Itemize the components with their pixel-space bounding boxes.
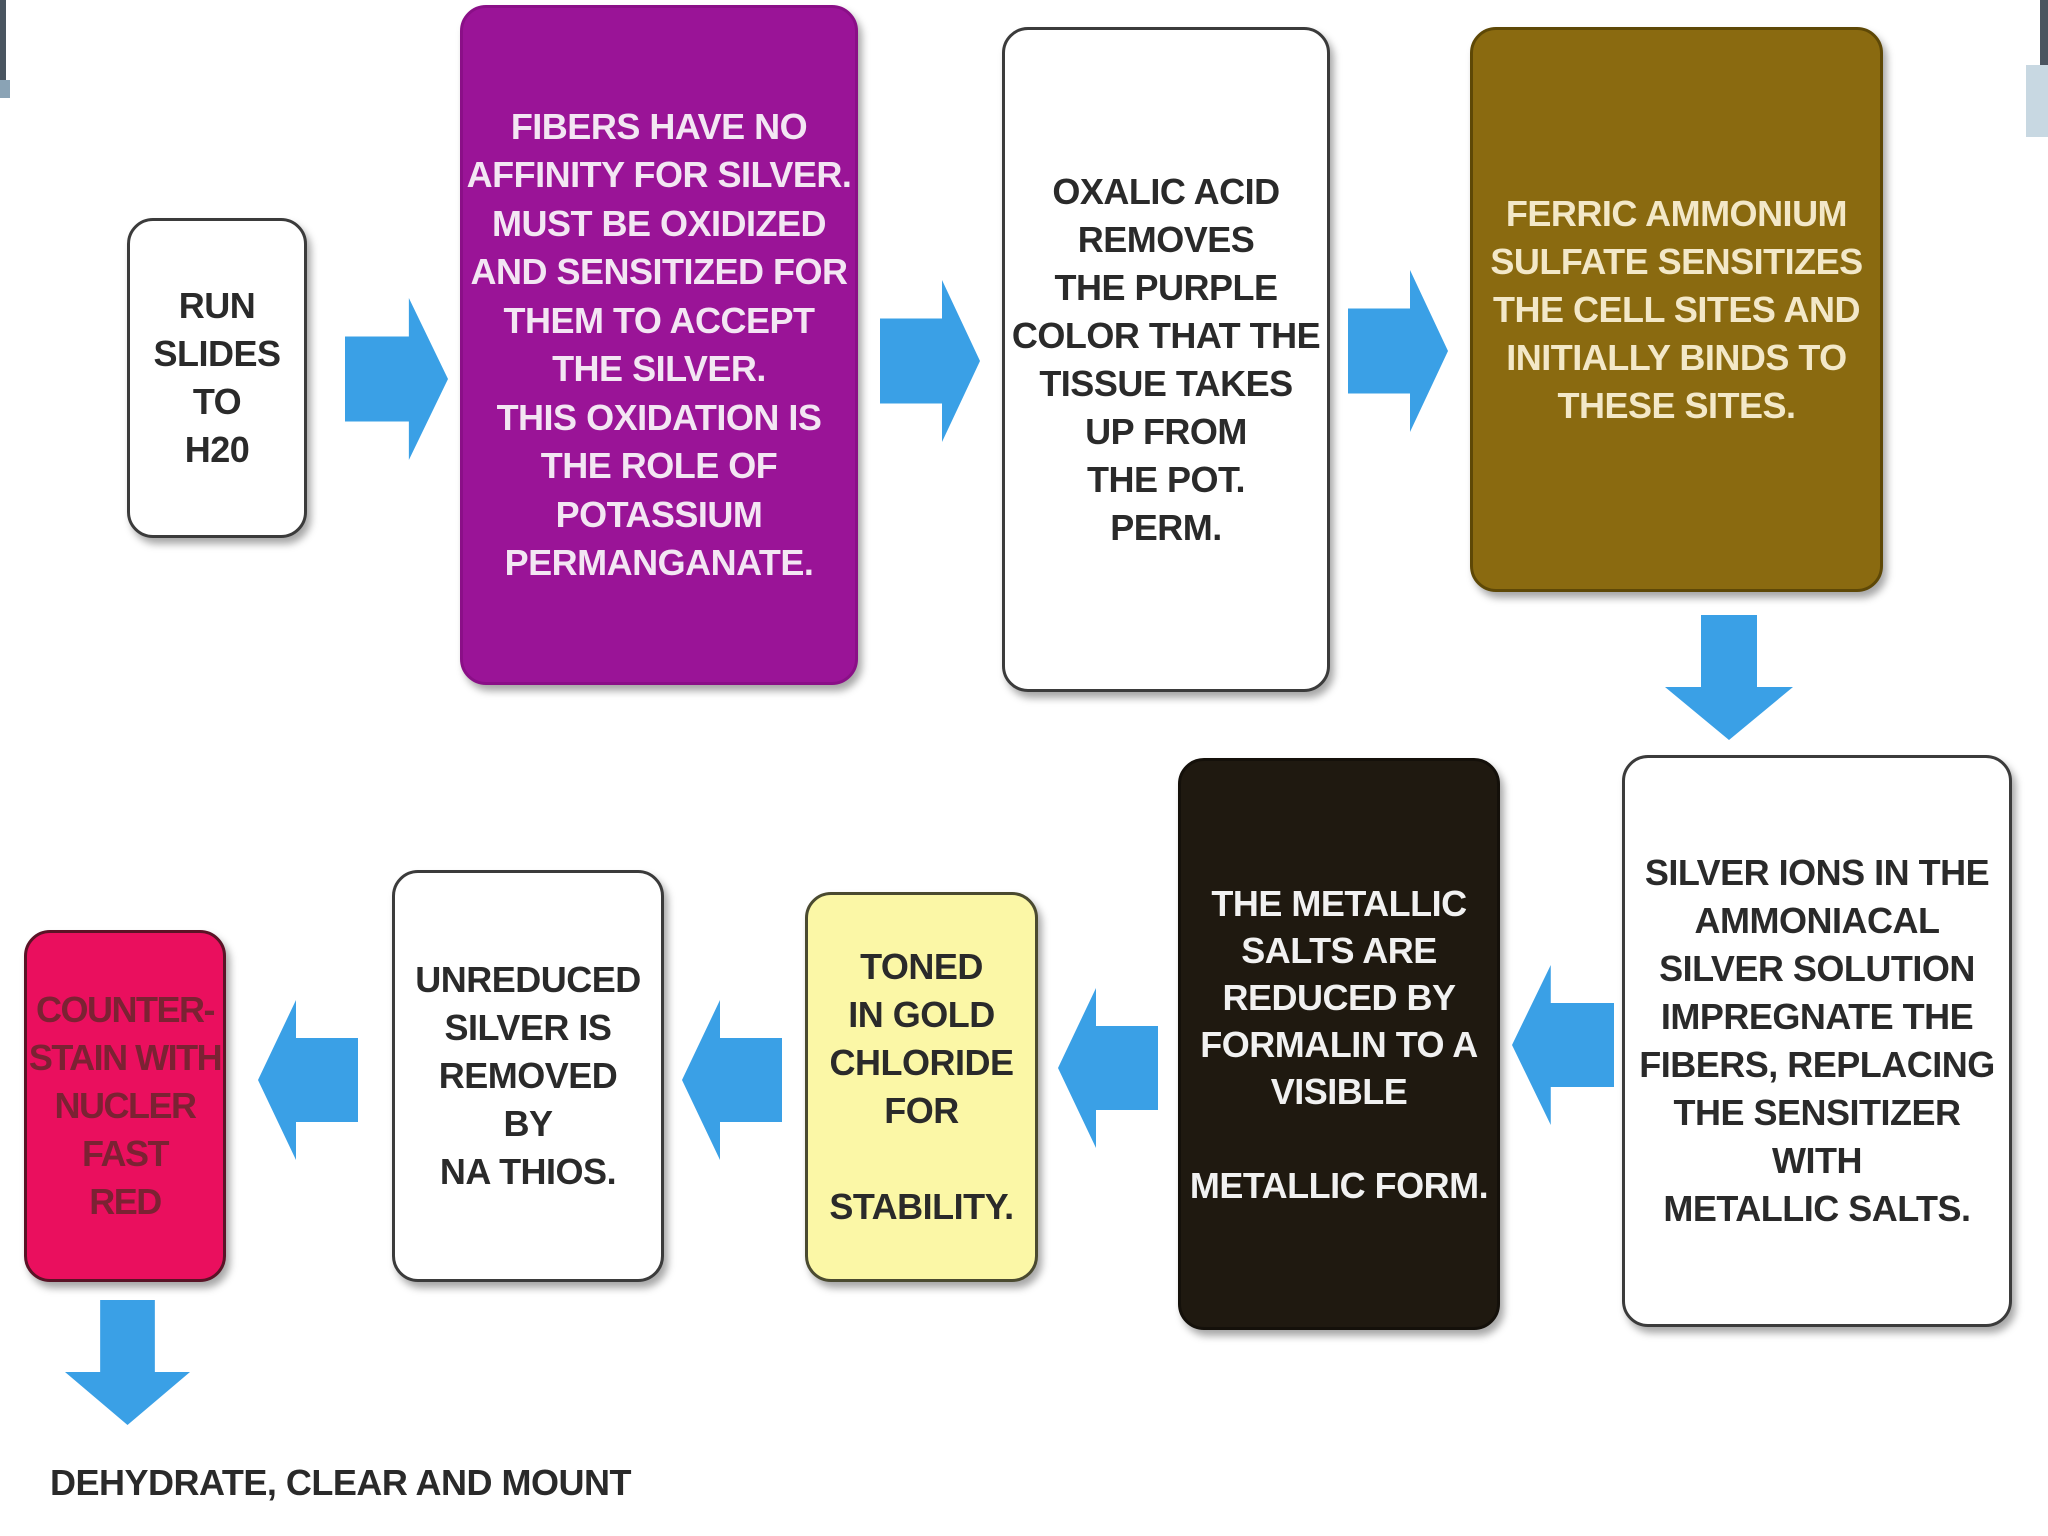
step-counterstain: COUNTER- STAIN WITH NUCLER FAST RED <box>24 930 226 1282</box>
step-silver-ions: SILVER IONS IN THE AMMONIACAL SILVER SOL… <box>1622 755 2012 1327</box>
step-counterstain-text: COUNTER- STAIN WITH NUCLER FAST RED <box>28 989 223 1222</box>
step-ferric-ammonium: FERRIC AMMONIUM SULFATE SENSITIZES THE C… <box>1470 27 1883 592</box>
arrow-right-1-icon <box>345 298 448 460</box>
arrow-left-2-icon <box>1058 988 1158 1148</box>
step-metallic-salts-text: THE METALLIC SALTS ARE REDUCED BY FORMAL… <box>1189 882 1489 1206</box>
step-ferric-ammonium-text: FERRIC AMMONIUM SULFATE SENSITIZES THE C… <box>1490 193 1863 426</box>
step-unreduced-silver-text: UNREDUCED SILVER IS REMOVED BY NA THIOS. <box>415 959 641 1192</box>
arrow-down-2-icon <box>65 1300 190 1425</box>
arrow-right-2-icon <box>880 280 980 442</box>
arrow-right-3-icon <box>1348 270 1448 432</box>
step-silver-ions-text: SILVER IONS IN THE AMMONIACAL SILVER SOL… <box>1639 852 1995 1229</box>
arrow-left-4-icon <box>258 1000 358 1160</box>
final-step-label: DEHYDRATE, CLEAR AND MOUNT <box>50 1462 631 1503</box>
arrow-left-3-icon <box>682 1000 782 1160</box>
step-oxidation-text: FIBERS HAVE NO AFFINITY FOR SILVER. MUST… <box>466 105 852 584</box>
arrow-down-1-icon <box>1665 615 1793 740</box>
step-oxalic-acid: OXALIC ACID REMOVES THE PURPLE COLOR THA… <box>1002 27 1330 692</box>
left-edge-decoration <box>0 0 6 95</box>
right-edge-decoration-accent <box>2026 65 2048 137</box>
step-gold-chloride: TONED IN GOLD CHLORIDE FOR STABILITY. <box>805 892 1038 1282</box>
step-oxalic-acid-text: OXALIC ACID REMOVES THE PURPLE COLOR THA… <box>1011 170 1321 548</box>
left-edge-decoration-accent <box>0 80 10 98</box>
arrow-left-1-icon <box>1512 965 1614 1125</box>
right-edge-decoration <box>2040 0 2048 70</box>
step-unreduced-silver: UNREDUCED SILVER IS REMOVED BY NA THIOS. <box>392 870 664 1282</box>
step-run-slides-text: RUN SLIDES TO H20 <box>153 285 281 470</box>
step-metallic-salts: THE METALLIC SALTS ARE REDUCED BY FORMAL… <box>1178 758 1500 1330</box>
step-gold-chloride-text: TONED IN GOLD CHLORIDE FOR STABILITY. <box>829 946 1014 1227</box>
step-oxidation: FIBERS HAVE NO AFFINITY FOR SILVER. MUST… <box>460 5 858 685</box>
step-run-slides: RUN SLIDES TO H20 <box>127 218 307 538</box>
